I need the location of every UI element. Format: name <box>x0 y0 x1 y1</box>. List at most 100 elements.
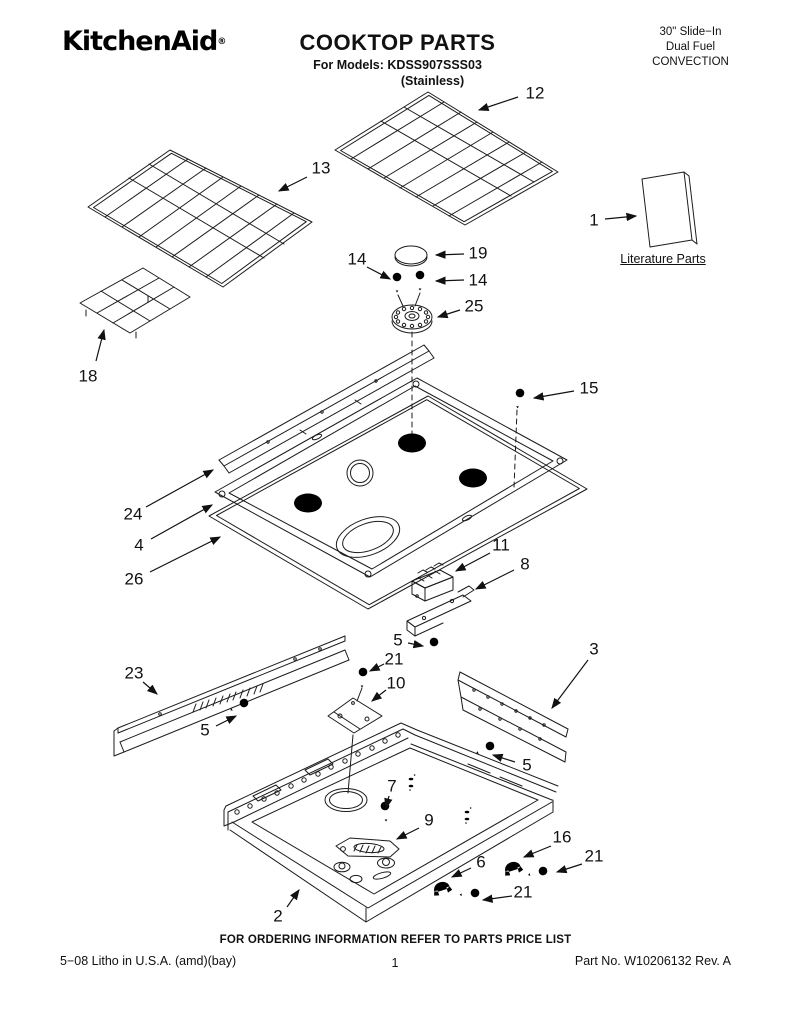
grommet-rear <box>501 859 524 877</box>
grommet-screw-front <box>459 888 480 900</box>
bracket-screw <box>417 636 440 650</box>
igniter-bracket-drawing <box>406 585 475 637</box>
info-line-size: 30" Slide−In <box>659 26 722 38</box>
callout-label-12-0: 12 <box>526 84 545 103</box>
finish-line: (Stainless) <box>400 74 465 88</box>
callout-label-26-11: 26 <box>125 570 144 589</box>
cooktop-drawing <box>214 377 568 578</box>
burner-screw-right <box>415 270 425 291</box>
callout-label-2-27: 2 <box>273 907 282 926</box>
callout-arrow-23-17 <box>142 681 158 695</box>
callout-arrow-10-16 <box>371 689 387 702</box>
callout-arrow-15-8 <box>532 390 575 401</box>
burner-screw-left <box>392 272 402 293</box>
callout-label-11-12: 11 <box>492 536 510 555</box>
callout-arrow-2-27 <box>286 889 300 908</box>
burner-box-drawing <box>223 722 559 923</box>
callout-arrow-13-1 <box>277 176 308 192</box>
callout-label-7-21: 7 <box>387 777 396 796</box>
rail-screw <box>228 697 250 715</box>
literature-book-drawing <box>641 171 698 248</box>
callout-label-16-23: 16 <box>553 828 572 847</box>
registered-mark: ® <box>217 37 227 47</box>
orifice-plate-drawing <box>335 837 400 858</box>
callout-arrow-7-21 <box>384 795 393 810</box>
callout-arrow-18-2 <box>95 328 106 362</box>
callout-arrow-21-25 <box>555 863 583 874</box>
spark-module-drawing <box>411 562 454 602</box>
callout-arrow-14-5 <box>366 266 392 280</box>
callout-arrow-8-13 <box>474 569 515 590</box>
title-block: COOKTOP PARTS For Models: KDSS907SSS03 (… <box>255 30 540 88</box>
seal-drawing <box>208 395 588 610</box>
callout-arrow-5-14 <box>407 639 425 649</box>
callout-arrow-21-15 <box>368 662 385 672</box>
callout-arrow-14-6 <box>434 276 465 285</box>
callout-label-24-9: 24 <box>124 505 143 524</box>
plate-screw <box>357 667 368 688</box>
callout-label-23-17: 23 <box>125 664 144 683</box>
callout-label-10-16: 10 <box>387 674 406 693</box>
rear-bracket-drawing <box>457 671 569 763</box>
grate-left-drawing <box>87 149 313 288</box>
callout-arrow-1-3 <box>604 212 638 222</box>
callout-label-6-24: 6 <box>476 853 485 872</box>
callout-label-3-19: 3 <box>589 640 598 659</box>
screw-guide-lines <box>397 292 421 307</box>
callout-label-8-13: 8 <box>520 555 529 574</box>
front-rail-drawing <box>113 635 350 757</box>
grate-small-drawing <box>79 267 191 339</box>
grommet-screw-rear <box>526 865 549 880</box>
page-title: COOKTOP PARTS <box>299 30 496 55</box>
burner-head-drawing <box>391 304 433 334</box>
callout-arrow-9-22 <box>395 827 420 840</box>
callout-arrow-11-12 <box>454 552 491 572</box>
callout-label-21-15: 21 <box>385 650 404 669</box>
callout-label-14-6: 14 <box>469 271 488 290</box>
burner-cap-drawing <box>394 245 428 267</box>
part-number: Part No. W10206132 Rev. A <box>574 954 731 968</box>
callout-label-5-14: 5 <box>393 631 402 650</box>
callout-arrow-26-11 <box>149 536 222 573</box>
locator-pin-left <box>408 771 418 791</box>
callout-label-15-8: 15 <box>580 379 599 398</box>
callout-label-14-5: 14 <box>348 250 367 269</box>
callout-label-13-1: 13 <box>312 159 331 178</box>
callout-arrow-21-26 <box>481 894 513 903</box>
callout-arrow-24-9 <box>145 469 215 508</box>
callout-label-4-10: 4 <box>134 536 143 555</box>
brand-logo-text: KitchenAid <box>62 26 218 57</box>
model-info-block: 30" Slide−In Dual Fuel CONVECTION <box>638 25 743 70</box>
callout-label-5-18: 5 <box>200 721 209 740</box>
callout-arrow-16-23 <box>522 845 552 858</box>
cooktop-screw <box>513 388 525 410</box>
callout-arrow-5-18 <box>215 715 238 727</box>
callout-arrow-4-10 <box>150 504 214 540</box>
plate-alignment-line <box>347 687 363 794</box>
info-line-fuel: Dual Fuel <box>665 41 716 53</box>
callout-label-21-26: 21 <box>514 883 533 902</box>
callout-label-25-7: 25 <box>465 297 484 316</box>
callout-label-19-4: 19 <box>469 244 488 263</box>
ordering-note: FOR ORDERING INFORMATION REFER TO PARTS … <box>219 934 572 946</box>
grate-right-drawing <box>334 91 559 226</box>
info-line-convection: CONVECTION <box>652 56 729 68</box>
callout-label-1-3: 1 <box>589 211 598 230</box>
callout-arrow-25-7 <box>436 309 461 319</box>
callout-label-5-20: 5 <box>522 756 531 775</box>
callout-arrow-12-0 <box>477 96 519 111</box>
callout-arrow-3-19 <box>551 659 589 709</box>
side-trim-drawing <box>218 344 435 474</box>
brand-logo: KitchenAid® <box>62 26 226 57</box>
callout-arrow-5-20 <box>491 753 516 763</box>
box-screw <box>380 801 391 822</box>
screw-alignment-line <box>513 409 518 489</box>
callout-label-9-22: 9 <box>424 811 433 830</box>
callout-label-21-25: 21 <box>585 847 604 866</box>
callout-arrow-6-24 <box>450 867 472 878</box>
deflector-plate-drawing <box>327 697 383 734</box>
callout-arrow-19-4 <box>434 250 465 259</box>
locator-pin-right <box>464 804 474 824</box>
